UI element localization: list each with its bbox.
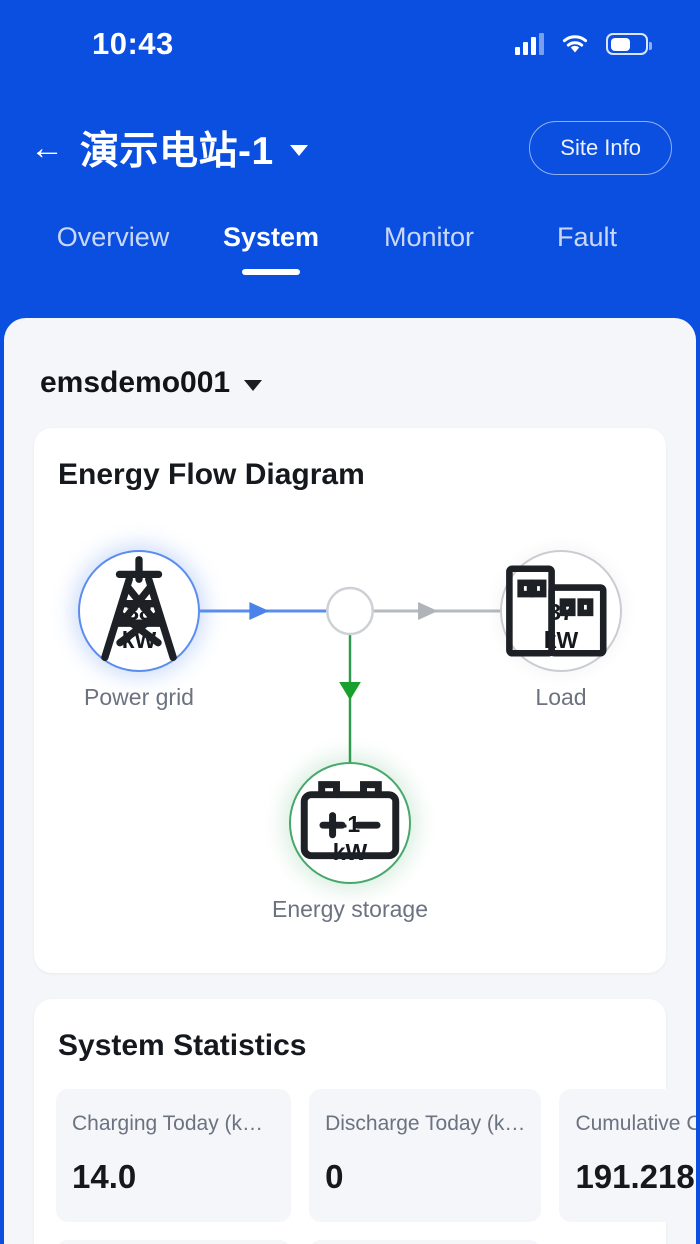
stat-label: Discharge Today (k… (325, 1112, 526, 1135)
flow-node-value: -1 (339, 810, 361, 837)
flow-node-load[interactable]: 37 kW Load (500, 550, 622, 710)
cellular-signal-icon (515, 33, 544, 55)
stat-card[interactable]: Charging Today (k… 14.0 (56, 1089, 292, 1223)
arrow-junction-to-load-icon (418, 602, 438, 620)
stat-card[interactable]: Cumulative Charge… 191.218 (559, 1089, 696, 1223)
flow-node-label: Energy storage (272, 896, 428, 922)
site-info-button[interactable]: Site Info (529, 121, 672, 175)
flow-links (200, 586, 502, 764)
content-panel: emsdemo001 Energy Flow Diagram (4, 318, 696, 1244)
flow-node-label: Load (535, 684, 587, 710)
tab-overview[interactable]: Overview (56, 222, 170, 252)
stat-label: Charging Today (k… (72, 1112, 264, 1135)
status-bar: 10:43 (0, 0, 700, 88)
system-statistics-title: System Statistics (58, 1029, 307, 1062)
site-title-selector[interactable]: 演示电站-1 (80, 120, 308, 176)
tab-bar: Overview System Monitor Fault (0, 208, 700, 316)
tab-monitor[interactable]: Monitor (383, 222, 475, 252)
stat-card[interactable]: Discharge Today (k… 0 (309, 1089, 542, 1223)
arrow-grid-to-junction-icon (249, 602, 270, 620)
page-title: 演示电站-1 (80, 130, 274, 173)
tab-system[interactable]: System (192, 208, 350, 253)
flow-node-label: Power grid (84, 684, 194, 710)
back-arrow-icon[interactable]: ← (30, 129, 64, 167)
arrow-junction-to-storage-icon (339, 682, 361, 700)
chevron-down-icon (289, 145, 308, 156)
device-name: emsdemo001 (40, 366, 231, 399)
wifi-icon (561, 33, 589, 55)
device-selector[interactable]: emsdemo001 (40, 366, 666, 400)
stat-card[interactable]: Cumulative Dischar… (56, 1240, 292, 1244)
energy-flow-title: Energy Flow Diagram (58, 458, 365, 491)
flow-node-unit: kW (332, 839, 368, 865)
flow-node-energy-storage[interactable]: -1 kW Energy storage (272, 762, 428, 922)
stat-card[interactable]: Stack SOC(%) (309, 1240, 542, 1244)
status-time: 10:43 (92, 26, 174, 61)
battery-icon (606, 33, 652, 55)
stat-value: 191.218 (575, 1158, 695, 1196)
stat-value: 14.0 (72, 1158, 137, 1196)
statistics-grid: Charging Today (k… 14.0 Discharge Today … (56, 1089, 696, 1244)
status-icons (515, 33, 652, 55)
system-statistics-card: System Statistics Charging Today (k… 14.… (34, 999, 696, 1244)
energy-flow-card: Energy Flow Diagram (34, 428, 666, 973)
stat-value: 0 (325, 1158, 344, 1196)
flow-junction-node (326, 586, 374, 636)
stat-label: Cumulative Charge… (575, 1112, 696, 1135)
energy-flow-diagram: 38 kW Power grid (56, 502, 644, 947)
chevron-down-icon (244, 380, 263, 391)
flow-node-power-grid[interactable]: 38 kW Power grid (78, 550, 200, 710)
nav-header: ← 演示电站-1 Site Info (0, 88, 700, 208)
tab-fault[interactable]: Fault (556, 222, 618, 252)
